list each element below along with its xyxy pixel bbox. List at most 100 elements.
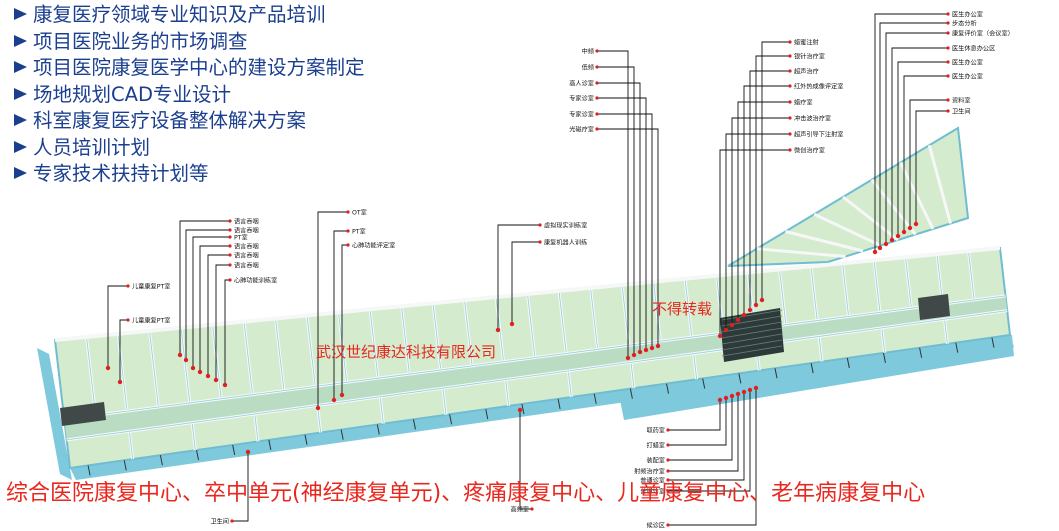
front-wall-tick bbox=[810, 363, 814, 374]
room-partition-edge bbox=[810, 266, 818, 321]
room-callout-label: 装配室 bbox=[646, 457, 665, 465]
room-callout-label-dot bbox=[946, 31, 950, 35]
room-callout-label: 康复机器人训练 bbox=[544, 239, 587, 247]
room-callout-label-dot bbox=[946, 21, 950, 25]
room-callout-label-dot bbox=[230, 519, 234, 523]
wing-partition-wall bbox=[813, 212, 882, 247]
wing-partition-wall bbox=[899, 161, 935, 230]
room-callout-label-dot bbox=[595, 49, 599, 53]
room-callout-target-dot bbox=[901, 229, 907, 235]
front-wall-tick bbox=[123, 460, 127, 471]
room-callout-leader bbox=[333, 230, 348, 400]
front-wall-tick bbox=[232, 444, 236, 456]
room-partition-edge bbox=[693, 353, 698, 380]
room-callout-leader bbox=[668, 392, 745, 481]
room-callout-target-dot bbox=[729, 322, 735, 328]
room-callout-target-dot bbox=[495, 327, 501, 333]
room-partition-edge bbox=[818, 336, 823, 362]
room-callout-label: 儿童康复PT室 bbox=[132, 283, 170, 291]
room-callout-target-dot bbox=[183, 357, 189, 363]
stair-step bbox=[721, 345, 783, 357]
room-callout-label: 普通诊室 bbox=[640, 477, 665, 485]
service-item-text: 项目医院康复医学中心的建设方案制定 bbox=[33, 56, 365, 79]
room-callout-target-dot bbox=[735, 391, 741, 397]
room-callout-label: 取药室 bbox=[646, 427, 665, 435]
room-callout-label-dot bbox=[228, 244, 232, 248]
room-callout-label-dot bbox=[228, 263, 232, 267]
room-callout-leader bbox=[597, 97, 647, 350]
room-partition-edge bbox=[117, 333, 128, 412]
room-partition-edge bbox=[86, 336, 97, 416]
service-item: 场地规划CAD专业设计 bbox=[14, 82, 365, 109]
room-callout-label-dot bbox=[788, 148, 792, 152]
room-callout-leader bbox=[199, 245, 230, 372]
room-callout-leader bbox=[668, 398, 727, 446]
room-callout-label-dot bbox=[946, 109, 950, 113]
room-callout-label: 语言吞咽 bbox=[234, 243, 259, 251]
room-partition-edge bbox=[968, 251, 975, 301]
room-callout-leader bbox=[224, 279, 230, 385]
room-callout-label-dot bbox=[788, 54, 792, 58]
triangle-bullet-icon bbox=[14, 87, 27, 100]
room-callout-label: 儿童康复PT室 bbox=[132, 317, 170, 325]
room-callout-label: 语言吞咽 bbox=[234, 218, 259, 226]
room-callout-label: 普通诊室 bbox=[640, 488, 665, 496]
room-callout-label-dot bbox=[788, 84, 792, 88]
wing-floor bbox=[727, 126, 970, 267]
room-callout-leader bbox=[909, 99, 948, 228]
stair-step bbox=[721, 321, 783, 333]
room-partition-edge bbox=[379, 396, 384, 424]
room-partition-edge bbox=[653, 281, 661, 342]
front-wall-tick bbox=[304, 434, 308, 445]
room-partition-edge bbox=[590, 287, 599, 350]
room-callout-leader bbox=[891, 47, 948, 240]
front-wall-tick bbox=[340, 429, 344, 440]
room-callout-target-dot bbox=[889, 237, 895, 243]
room-callout-label-dot bbox=[666, 478, 670, 482]
room-callout-label-dot bbox=[126, 284, 130, 288]
room-callout-target-dot bbox=[197, 369, 203, 375]
room-callout-leader bbox=[668, 400, 721, 431]
room-callout-label: OT室 bbox=[352, 209, 367, 217]
room-callout-label: 蜡疗室 bbox=[794, 99, 813, 107]
room-callout-leader bbox=[719, 149, 790, 336]
room-callout-target-dot bbox=[753, 302, 759, 308]
center-types-caption: 综合医院康复中心、卒中单元(神经康复单元)、疼痛康复中心、儿童康复中心、老年病康… bbox=[6, 481, 926, 506]
room-callout-label-dot bbox=[946, 60, 950, 64]
room-callout-target-dot bbox=[741, 389, 747, 395]
corridor-wall-edge bbox=[66, 310, 1008, 441]
service-item: 人员培训计划 bbox=[14, 135, 365, 162]
room-partition-edge bbox=[149, 330, 159, 408]
room-callout-label-dot bbox=[595, 112, 599, 116]
room-callout-label: 医生休息办公区 bbox=[952, 45, 995, 53]
room-callout-leader bbox=[755, 55, 790, 305]
room-callout-target-dot bbox=[913, 221, 919, 227]
triangle-bullet-icon bbox=[14, 140, 27, 153]
front-wall-tick bbox=[521, 403, 525, 415]
room-callout-target-dot bbox=[655, 343, 661, 349]
room-callout-target-dot bbox=[895, 233, 901, 239]
building-side-face bbox=[37, 348, 72, 480]
room-callout-label: 低频 bbox=[582, 64, 594, 72]
room-callout-target-dot bbox=[315, 405, 321, 411]
room-callout-label-dot bbox=[666, 458, 670, 462]
room-callout-label: 步态分析 bbox=[952, 20, 977, 28]
room-callout-target-dot bbox=[213, 377, 219, 383]
room-callout-label-dot bbox=[788, 116, 792, 120]
room-callout-label: 超声引导下注射室 bbox=[794, 131, 844, 139]
front-wall-tick bbox=[846, 357, 850, 369]
room-callout-leader bbox=[597, 82, 641, 352]
room-callout-target-dot bbox=[735, 317, 741, 323]
service-item: 专家技术扶持计划等 bbox=[14, 161, 365, 188]
front-wall-tick bbox=[774, 368, 778, 379]
room-callout-label: 卫生间 bbox=[210, 518, 229, 526]
room-callout-leader bbox=[232, 452, 249, 522]
room-callout-leader bbox=[107, 285, 128, 368]
room-callout-leader bbox=[185, 229, 230, 360]
room-callout-target-dot bbox=[517, 407, 523, 413]
no-reprint-watermark: 不得转载 bbox=[652, 300, 713, 318]
room-callout-leader bbox=[749, 70, 790, 310]
front-wall-tick bbox=[738, 373, 742, 384]
room-partition-edge bbox=[630, 362, 635, 389]
room-partition-edge bbox=[243, 321, 253, 395]
